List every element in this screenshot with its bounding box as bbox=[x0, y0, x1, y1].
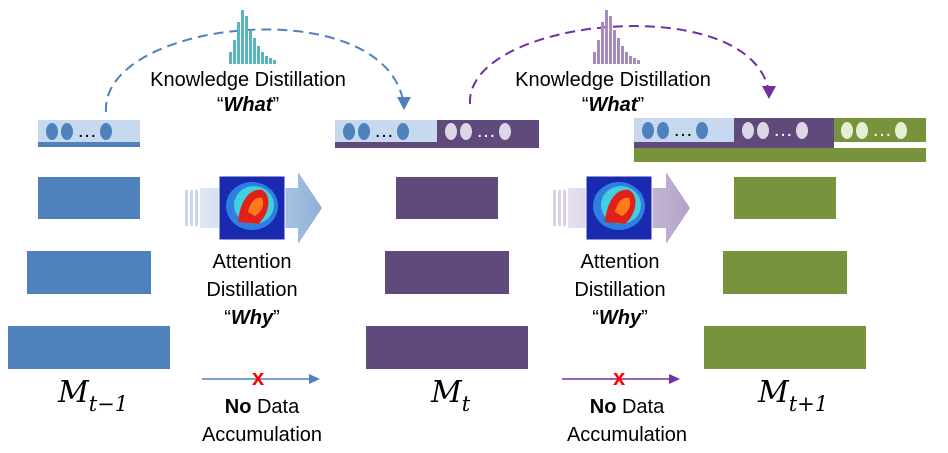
feature-dots-mt-1: … bbox=[46, 120, 115, 142]
ad-label-1: Attention Distillation “Why” bbox=[172, 250, 332, 331]
ad-question-2: “Why” bbox=[592, 307, 648, 329]
no-data-line2-1: Accumulation bbox=[201, 424, 323, 446]
no-data-arrow-1 bbox=[202, 374, 320, 384]
histogram-icon-2 bbox=[593, 10, 640, 64]
kd-arc-1-arrowhead bbox=[397, 97, 411, 110]
model-label-mt: Mt bbox=[431, 375, 471, 416]
model-mt-1-layer-3 bbox=[8, 326, 170, 369]
model-mt-layer-1 bbox=[396, 177, 498, 219]
attention-heatmap-icon-1 bbox=[218, 175, 286, 241]
histogram-icon-1 bbox=[229, 10, 276, 64]
ad-label-2: Attention Distillation “Why” bbox=[540, 250, 700, 331]
ad-question-1: “Why” bbox=[224, 307, 280, 329]
feature-strip-underline-mt+1-a bbox=[634, 142, 834, 148]
ad-line1-2: Attention bbox=[580, 251, 660, 273]
no-data-line2-2: Accumulation bbox=[566, 424, 688, 446]
feature-strip-underline-mt+1-b bbox=[634, 148, 926, 162]
model-mt+1-layer-3 bbox=[704, 326, 866, 369]
attention-heatmap-icon-2 bbox=[585, 175, 653, 241]
no-data-line1-2: No Data bbox=[589, 396, 665, 418]
model-mt-1-layer-2 bbox=[27, 251, 151, 294]
model-label-mt-1: Mt−1 bbox=[58, 375, 129, 416]
feature-dots-mt+1-a: … bbox=[642, 119, 711, 141]
kd-question-1: “What” bbox=[216, 94, 280, 116]
ad-line2-1: Distillation bbox=[206, 279, 298, 301]
feature-dots-mt-new: … bbox=[445, 120, 514, 142]
ad-line2-2: Distillation bbox=[574, 279, 666, 301]
feature-strip-underline-mt bbox=[335, 142, 539, 148]
no-data-line1-1: No Data bbox=[224, 396, 300, 418]
kd-label-1: Knowledge Distillation “What” bbox=[126, 68, 370, 118]
no-data-label-2: No Data Accumulation bbox=[537, 395, 717, 448]
cross-mark-icon-1: x bbox=[252, 365, 265, 390]
cross-mark-icon-2: x bbox=[613, 365, 626, 390]
model-mt+1-layer-1 bbox=[734, 177, 836, 219]
model-mt-layer-2 bbox=[385, 251, 509, 294]
model-mt-1-layer-1 bbox=[38, 177, 140, 219]
feature-dots-mt+1-b: … bbox=[742, 119, 811, 141]
no-data-arrow-2 bbox=[562, 374, 680, 384]
kd-arc-2 bbox=[468, 25, 769, 105]
model-mt-layer-3 bbox=[366, 326, 528, 369]
model-label-mt+1: Mt+1 bbox=[758, 375, 829, 416]
kd-arc-1 bbox=[104, 28, 404, 113]
feature-dots-mt+1-c: … bbox=[841, 119, 910, 141]
kd-label-2: Knowledge Distillation “What” bbox=[491, 68, 735, 118]
kd-title-1: Knowledge Distillation bbox=[150, 69, 346, 91]
no-data-label-1: No Data Accumulation bbox=[172, 395, 352, 448]
feature-dots-mt-old: … bbox=[343, 120, 412, 142]
feature-strip-underline-mt-1 bbox=[38, 142, 140, 147]
kd-title-2: Knowledge Distillation bbox=[515, 69, 711, 91]
kd-arc-2-arrowhead bbox=[762, 86, 776, 99]
kd-question-2: “What” bbox=[581, 94, 645, 116]
ad-line1-1: Attention bbox=[212, 251, 292, 273]
model-mt+1-layer-2 bbox=[723, 251, 847, 294]
